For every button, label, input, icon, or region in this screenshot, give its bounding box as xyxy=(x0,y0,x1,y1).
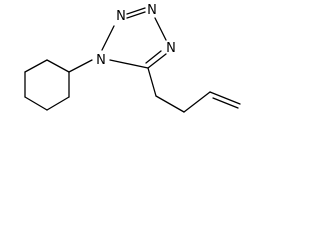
atom-label-n3: N xyxy=(147,3,157,18)
c5-chain-bond xyxy=(147,67,157,97)
structural-formula-canvas: N N N N xyxy=(24,3,241,113)
n3-n4-bond xyxy=(154,17,167,41)
chain-bond-3 xyxy=(183,91,211,113)
n2-n3-double-bond-outer xyxy=(126,11,146,19)
n4-c5-double-bond-outer xyxy=(147,53,167,69)
tetrazole-ring xyxy=(101,7,167,69)
atom-label-n1: N xyxy=(96,53,106,68)
atom-label-n2: N xyxy=(116,9,126,24)
c5-n1-bond xyxy=(109,59,149,69)
n1-n2-bond xyxy=(101,25,115,51)
ring-bond-2 xyxy=(24,59,48,73)
butenyl-chain xyxy=(147,67,241,113)
chain-bond-2 xyxy=(155,95,185,113)
ring-bond-1 xyxy=(46,59,70,73)
ring-bond-5 xyxy=(46,96,70,111)
cyclohexyl-n1-bond xyxy=(68,59,93,73)
terminal-double-bond-inner xyxy=(212,97,239,109)
cyclohexyl-ring xyxy=(24,59,70,111)
terminal-double-bond-outer xyxy=(209,91,241,105)
n2-n3-double-bond-inner xyxy=(126,7,146,15)
n4-c5-double-bond-inner xyxy=(145,50,162,64)
atom-label-n4: N xyxy=(166,41,176,56)
ring-bond-4 xyxy=(24,96,48,111)
